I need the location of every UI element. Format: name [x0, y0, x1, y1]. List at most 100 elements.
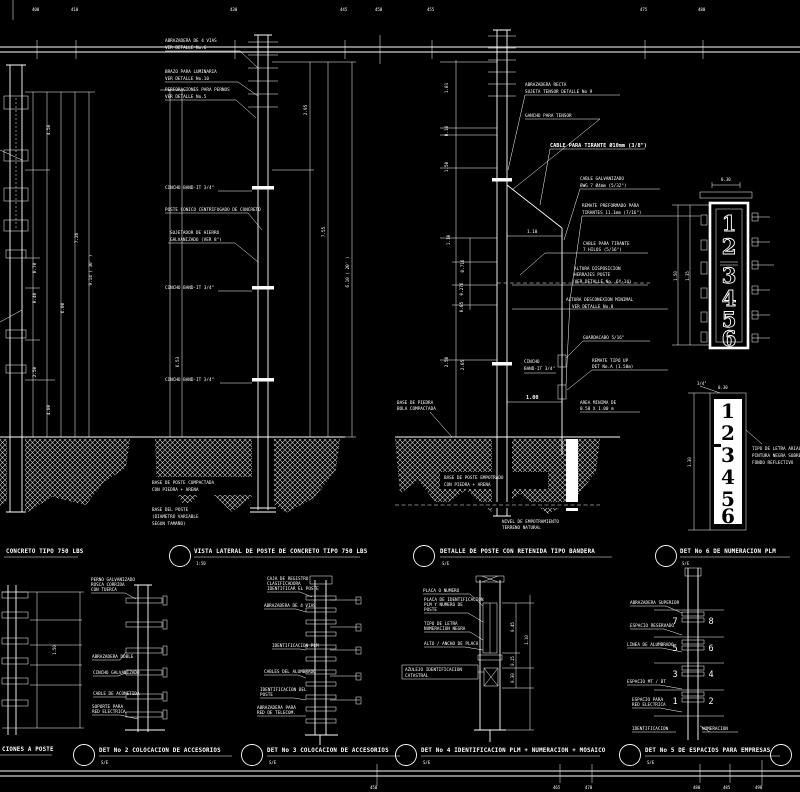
dim-text: 1.30 [687, 457, 692, 467]
callout-label: IDENTIFICACION DEL [260, 687, 307, 693]
callout-label: ABRAZADERA RECTA [525, 82, 567, 88]
callout-label: LINEA DE ALUMBRADO [627, 642, 674, 648]
detail-bubble[interactable] [770, 744, 792, 766]
dim-text: 2.50 [444, 356, 450, 367]
detail-title: DET No 4 IDENTIFICACION PLM + NUMERACION… [421, 748, 606, 754]
callout-label: 0.50 X 1.00 m [580, 406, 614, 412]
detail-title: CIONES A POSTE [2, 747, 54, 753]
ruler-label: 400 [32, 7, 40, 12]
dim-text: 1.10 [446, 234, 452, 245]
dim-text: 1.50 [444, 161, 450, 172]
det1-accessories[interactable]: 1.50 [1, 585, 84, 735]
dim-text: 0.78 [32, 262, 38, 273]
plate-note: FONDO REFLECTIVO [752, 460, 794, 466]
callout-label: CINCHO [524, 359, 540, 365]
ruler-label: 485 [723, 785, 731, 790]
foundation-hatch-3[interactable]: BASE DE POSTE EMPOTRADO CON PIEDRA + ARE… [395, 400, 600, 531]
dim-text: 6.53 [175, 356, 181, 367]
foundation-label: BASE DE PIEDRA [397, 400, 434, 406]
callout-label: CABLE GALVANIZADO [580, 176, 624, 182]
ruler-label: 475 [640, 7, 648, 12]
ruler-label: 430 [230, 7, 238, 12]
callout-label: POSTE CONICO CENTRIFUGADO DE CONCRETO [165, 207, 261, 213]
pole3-elevation[interactable]: 1.10 1.00 ABRAZADERA RECTA SUJETA TENSOR… [440, 29, 700, 455]
foundation-hatch-1[interactable] [0, 439, 130, 517]
callout-label: IDENTIFICACION PLM [272, 643, 319, 649]
callout-label: 7 HILOS (5/16") [583, 247, 622, 253]
ruler-label: 470 [585, 785, 593, 790]
detail-title: DET No 2 COLOCACION DE ACCESORIOS [99, 748, 221, 754]
det2-accessories[interactable]: PERNO GALVANIZADO ROSCA CORRIDA CON TUER… [91, 577, 168, 732]
dim-text: 1.10 [527, 229, 538, 235]
det6-numbering-frame[interactable]: 0.30 1 2 3 4 5 6 1.50 1.35 [672, 177, 774, 351]
plate-note: PINTURA NEGRA SOBRE [752, 453, 800, 459]
dim-text: 7.55 [321, 226, 327, 237]
dim-text: 4.50 [46, 124, 52, 135]
space-number: 6 [708, 644, 713, 654]
callout-label: CON TUERCA [91, 587, 117, 593]
ruler-label: 455 [427, 7, 435, 12]
callout-label: DET No.A (1.50m) [592, 364, 633, 370]
callout-label: ALTO / ANCHO DE PLACA [424, 641, 479, 647]
detail-bubble[interactable] [241, 744, 263, 766]
view-scale: S/E [442, 561, 450, 566]
frame-digit: 2 [722, 234, 737, 259]
callout-label: AZULEJO IDENTIFICACION [405, 667, 462, 673]
ruler-label: 445 [340, 7, 348, 12]
detail-bubble[interactable] [395, 744, 417, 766]
foundation-hatch-2[interactable]: BASE DE POSTE COMPACTADA CON PIEDRA + AR… [150, 439, 340, 529]
callout-label: CINCHO GALVANIZADO [93, 670, 140, 676]
space-number: 8 [708, 617, 713, 627]
callout-label: RED ELECTRICA [632, 702, 666, 708]
detail-bubble[interactable] [169, 545, 191, 567]
ruler-label: 450 [375, 7, 383, 12]
dim-text: 2.95 [303, 104, 309, 115]
view-scale: 1:50 [196, 561, 206, 566]
callout-label: CINCHO BAND-IT 3/4" [165, 377, 214, 383]
dim-text: 1.81 [444, 82, 450, 93]
plate-digit: 5 [721, 487, 735, 511]
callout-label: AREA MINIMA DE [580, 400, 617, 406]
callout-label: VER DETALLE No.5 [165, 94, 207, 100]
detail-bubble[interactable] [73, 744, 95, 766]
callout-label: CAJA DE REGISTRO [267, 576, 309, 582]
frame-digit: 6 [722, 326, 737, 351]
dim-text: 2.50 [32, 366, 38, 377]
ruler-label: 480 [698, 7, 706, 12]
det5-company-spaces[interactable]: 7 8 5 6 3 4 1 2 ABRAZADERA SUPERIOR ESPA… [627, 567, 738, 740]
foundation-label: BASE DE POSTE EMPOTRADO [444, 475, 504, 481]
detail-bubble[interactable] [619, 744, 641, 766]
ruler-label: 490 [755, 785, 763, 790]
det3-accessories[interactable]: CAJA DE REGISTRO CLASIFICADORA IDENTIFIC… [257, 575, 362, 745]
ruler-label: 450 [370, 785, 378, 790]
callout-label: GALVANIZADO (VER 8") [170, 237, 222, 243]
view-title: DET No 6 DE NUMERACION PLM [680, 549, 776, 555]
detail-bubble[interactable] [413, 545, 435, 567]
det4-identification[interactable]: PLACA O NUMERO PLACA DE IDENTIFICACION P… [401, 575, 534, 742]
bolt-icon [751, 212, 774, 343]
pole1-elevation[interactable]: 4.50 0.78 0.40 2.50 4.00 6.00 7.26 9.14 … [0, 64, 186, 439]
space-number: 7 [672, 617, 677, 627]
dim-text: 7.26 [74, 232, 80, 243]
space-number: 5 [672, 644, 677, 654]
callout-label: POSTE [424, 607, 437, 613]
dim-text: 6.10 ( 20' ) [345, 256, 351, 287]
detail-bubble[interactable] [655, 545, 677, 567]
numeral-plate-detail[interactable]: 1 2 3 4 5 6 1.30 0.30 3/4" TIPO DE LETRA… [687, 381, 800, 531]
frame-digit: 3 [722, 263, 737, 288]
detail-titles: CIONES A POSTE DET No 2 COLOCACION DE AC… [0, 744, 792, 766]
callout-label: ABRAZADERA DOBLE [92, 654, 134, 660]
foundation-label: NIVEL DE EMPOTRAMIENTO [502, 519, 559, 525]
dim-text: 1.50 [52, 645, 57, 655]
callout-label: VER DETALLE No.6 [165, 45, 207, 51]
foundation-label: SEGUN TAMAÑO) [152, 520, 186, 527]
dim-text: 6.00 [60, 302, 66, 313]
dim-text: 0.15 [510, 656, 515, 666]
space-number: 1 [672, 697, 677, 707]
frame-digit: 1 [722, 211, 737, 236]
pole2-elevation[interactable]: ABRAZADERA DE 4 VIAS VER DETALLE No.6 BR… [165, 34, 356, 439]
dim-text: 0.40 [32, 292, 38, 303]
dim-text: 2.05 [460, 359, 466, 370]
dim-text: 3/4" [697, 381, 707, 386]
